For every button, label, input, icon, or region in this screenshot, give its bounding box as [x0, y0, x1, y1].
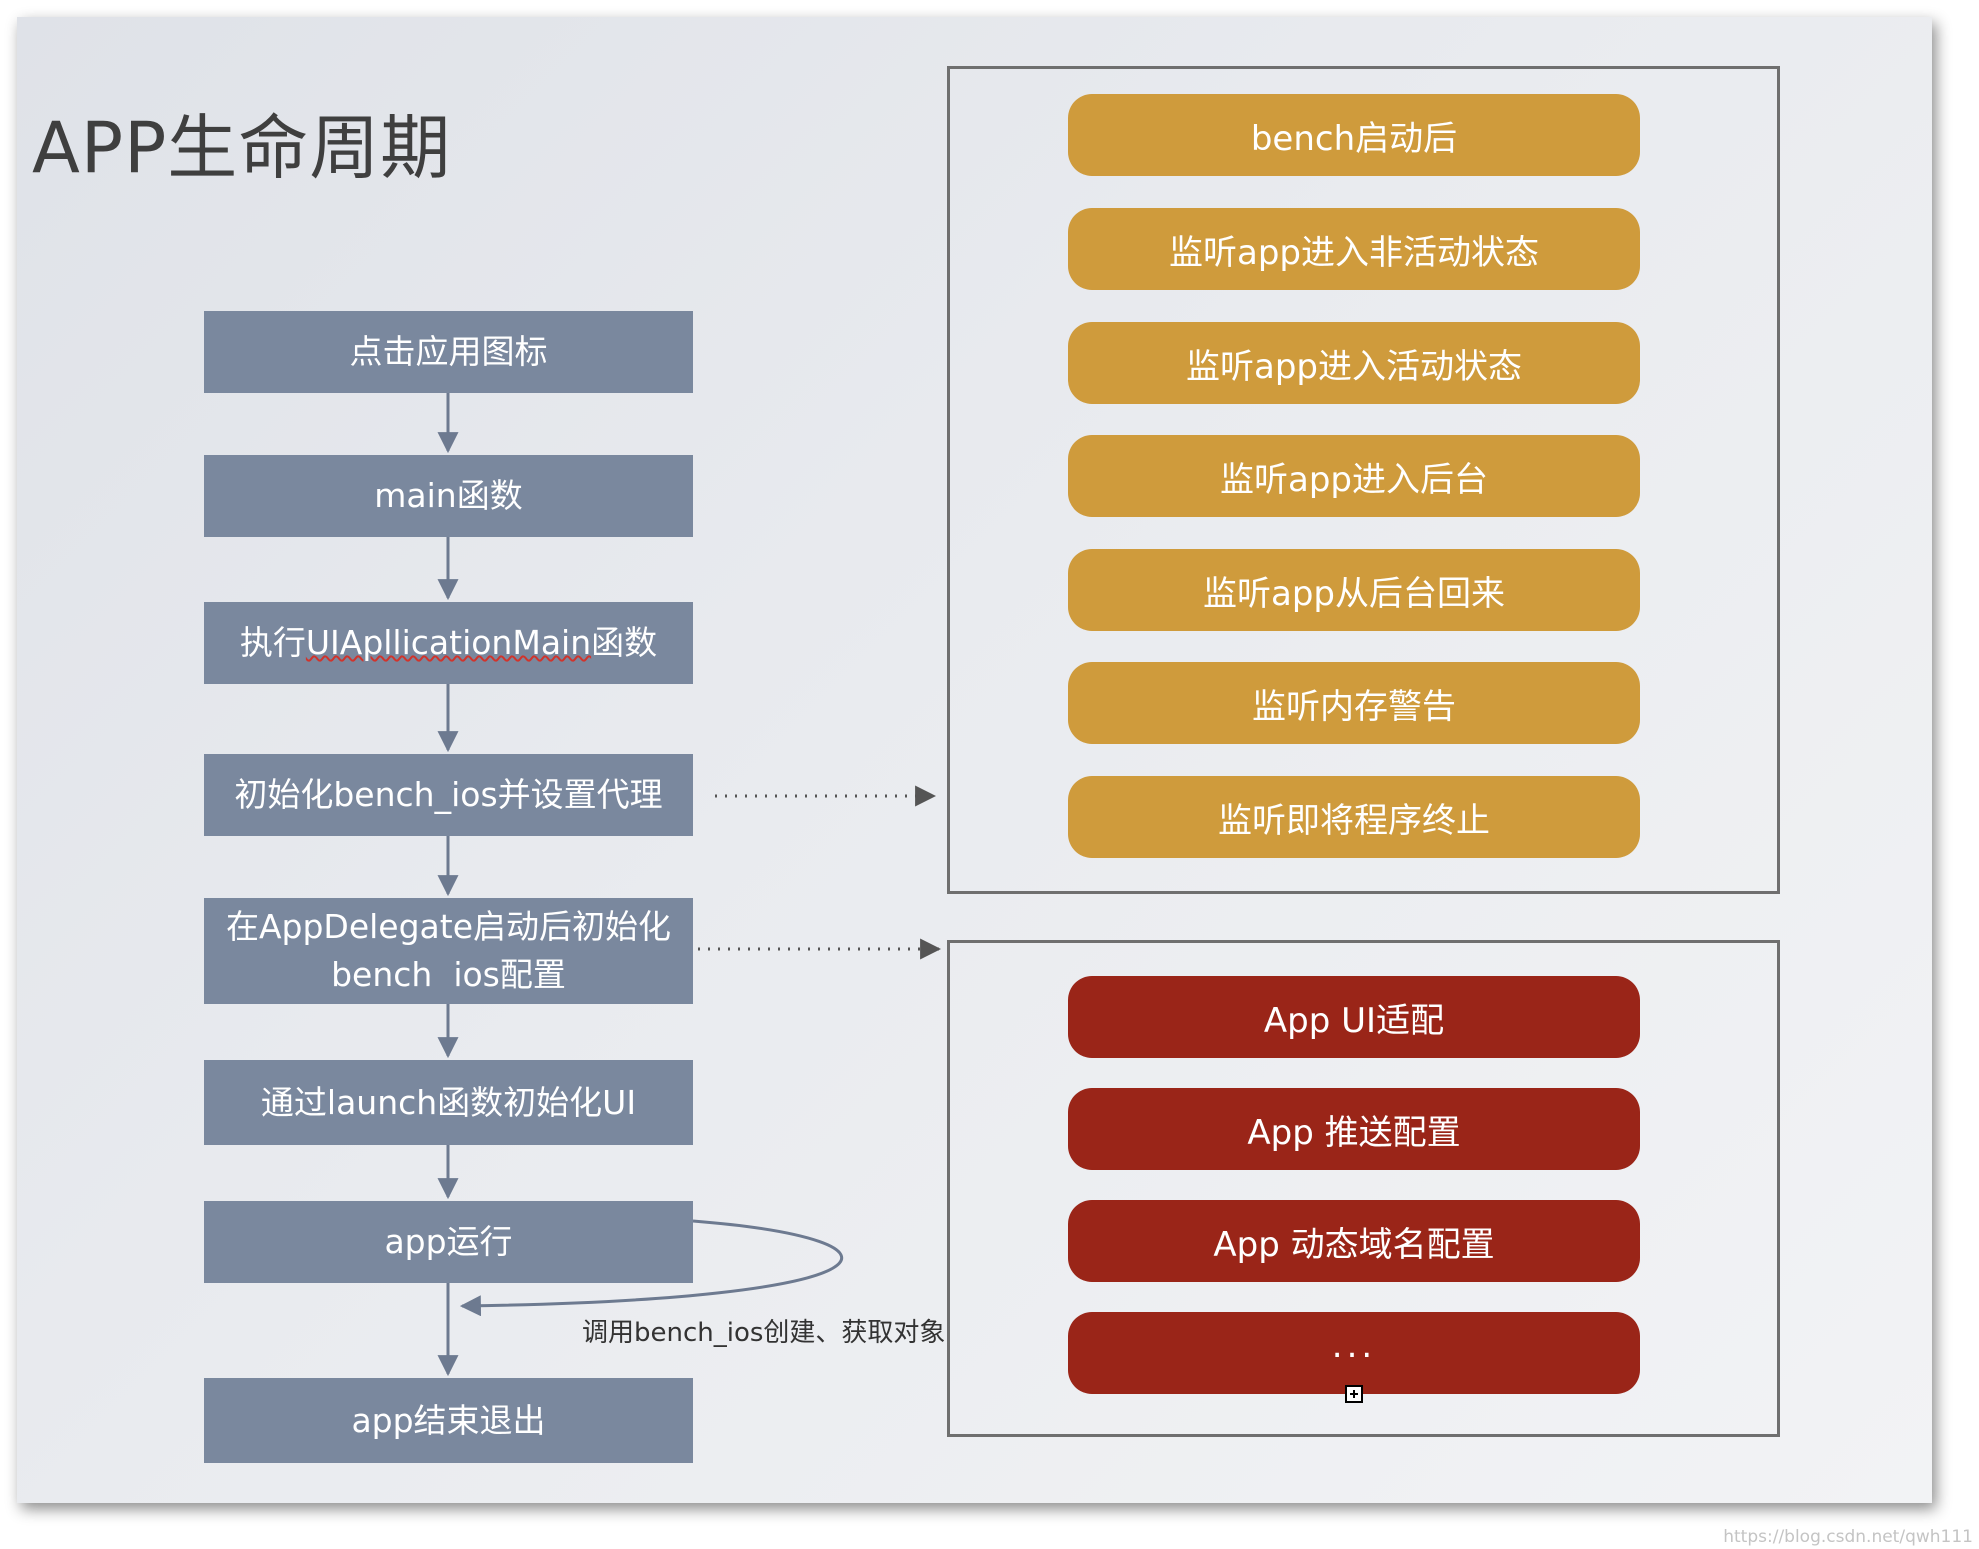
step-label: app结束退出 — [351, 1400, 546, 1440]
expand-handle-icon[interactable] — [1345, 1385, 1363, 1403]
step-init-bench-ios: 初始化bench_ios并设置代理 — [204, 754, 693, 836]
loop-note: 调用bench_ios创建、获取对象 — [582, 1318, 946, 1348]
step-label: 通过launch函数初始化UI — [260, 1082, 637, 1122]
step-uiapplicationmain: 执行UIApllicationMain函数 — [204, 602, 693, 684]
delegate-item: 监听app进入非活动状态 — [1068, 208, 1640, 290]
config-item: App 推送配置 — [1068, 1088, 1640, 1170]
delegate-callbacks-panel — [947, 66, 1780, 894]
step-label: app运行 — [384, 1222, 513, 1262]
delegate-item: 监听app进入后台 — [1068, 435, 1640, 517]
step-app-exit: app结束退出 — [204, 1378, 693, 1463]
step-label: 点击应用图标 — [349, 332, 548, 372]
step-label-line2: bench ios配置 — [331, 955, 566, 994]
spellcheck-marked-word: UIApllicationMain — [305, 623, 592, 663]
step-configure-bench-ios: 在AppDelegate启动后初始化 bench ios配置 — [204, 898, 693, 1004]
step-label: main函数 — [374, 476, 523, 516]
delegate-item: 监听即将程序终止 — [1068, 776, 1640, 858]
step-tap-app-icon: 点击应用图标 — [204, 311, 693, 393]
loop-arrow — [459, 1219, 844, 1317]
watermark: https://blog.csdn.net/qwh111 — [1723, 1527, 1973, 1547]
delegate-item: 监听app从后台回来 — [1068, 549, 1640, 631]
delegate-item: 监听app进入活动状态 — [1068, 322, 1640, 404]
config-item: App UI适配 — [1068, 976, 1640, 1058]
step-label: 初始化bench_ios并设置代理 — [234, 775, 663, 815]
delegate-item: bench启动后 — [1068, 94, 1640, 176]
step-app-running: app运行 — [204, 1201, 693, 1283]
config-item-more: ... — [1068, 1312, 1640, 1394]
step-launch-init-ui: 通过launch函数初始化UI — [204, 1060, 693, 1145]
config-items-panel — [947, 940, 1780, 1437]
config-item: App 动态域名配置 — [1068, 1200, 1640, 1282]
delegate-item: 监听内存警告 — [1068, 662, 1640, 744]
step-main-function: main函数 — [204, 455, 693, 537]
page-title: APP生命周期 — [32, 107, 452, 189]
step-label: 执行UIApllicationMain函数 — [239, 623, 658, 663]
step-label-line1: 在AppDelegate启动后初始化 — [225, 907, 672, 947]
